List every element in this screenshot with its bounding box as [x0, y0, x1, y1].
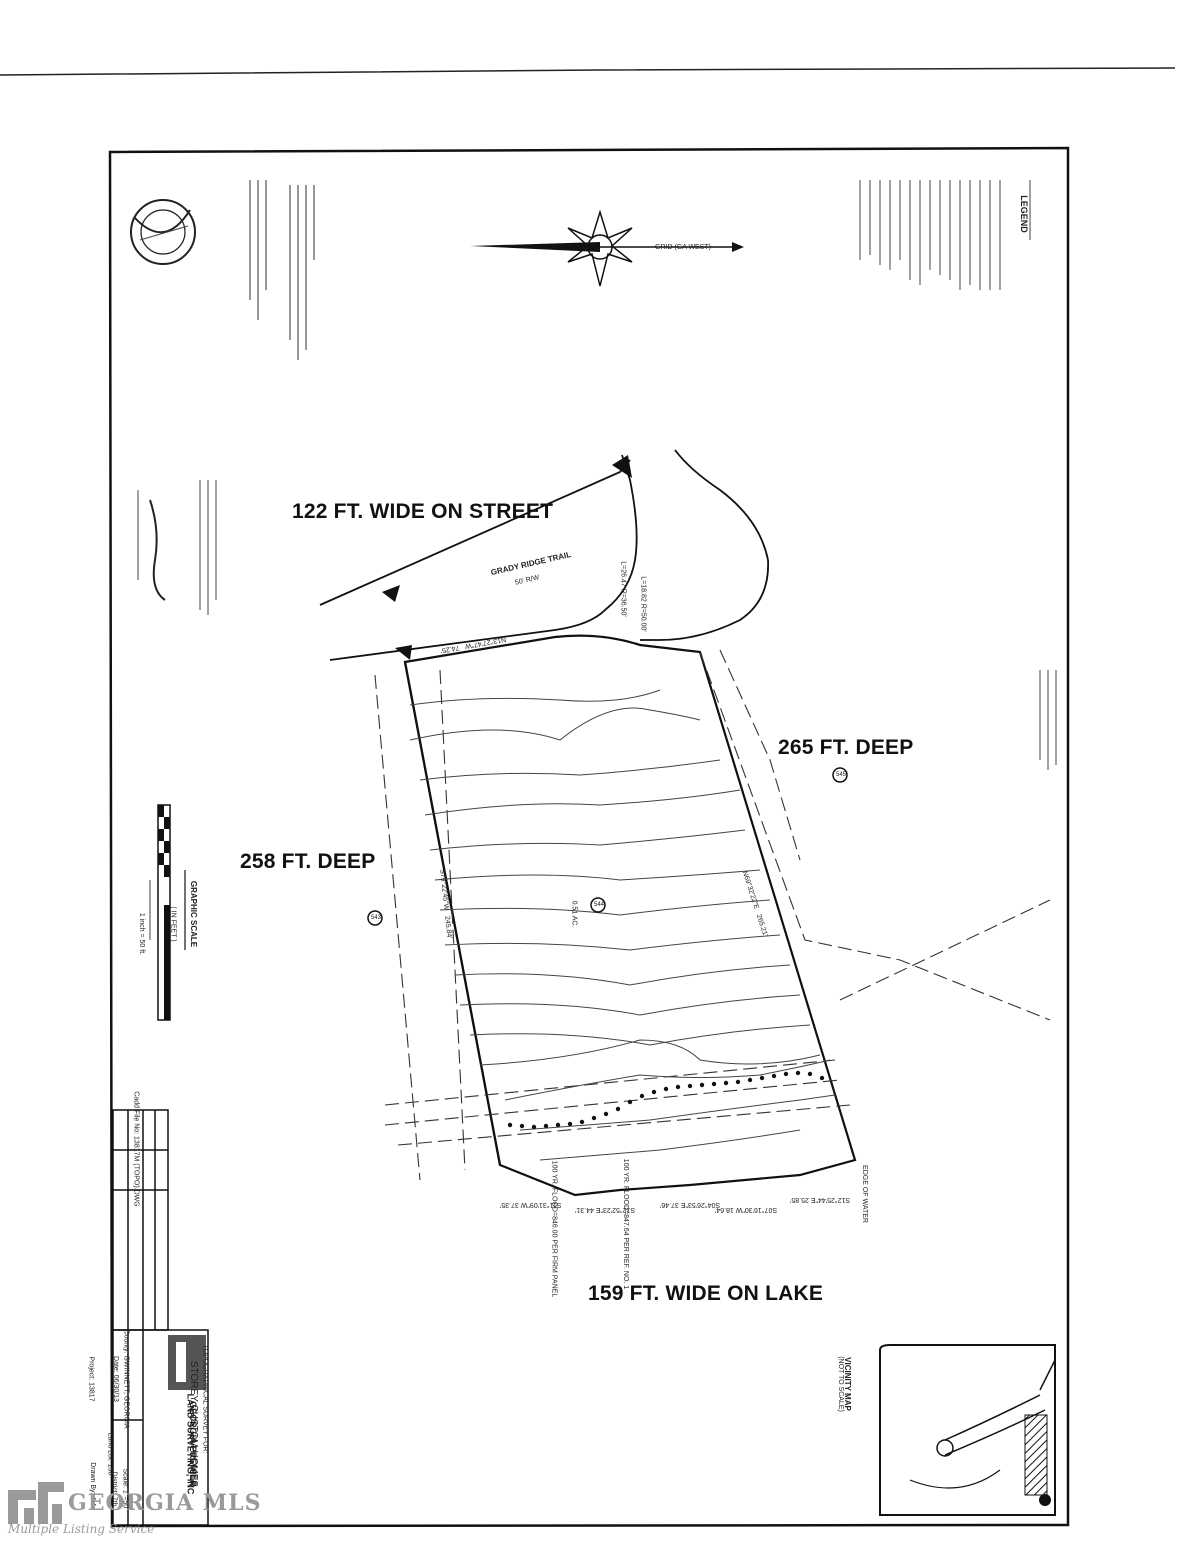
legend-title: LEGEND — [1018, 195, 1029, 233]
flood-note-1: 100 YR. FLOOD=846.00 PER FIRM PANEL — [550, 1160, 558, 1298]
land-lot: Land Lot: 156 — [106, 1432, 114, 1476]
closure-note-text — [1039, 670, 1057, 770]
lot-number-markers — [367, 767, 848, 926]
notes-text-block — [249, 180, 315, 360]
lake-width-label: 159 FT. WIDE ON LAKE — [588, 1282, 824, 1305]
legend-block — [859, 180, 1031, 290]
watermark-brand: GEORGIA MLS — [68, 1490, 262, 1516]
lake-seg-4: S07°16'30"W 18.64' — [715, 1206, 778, 1213]
north-arrow-icon — [470, 209, 744, 287]
lot-right-number: 545 — [836, 772, 847, 778]
corner-marker — [395, 645, 412, 660]
mls-logo-icon — [8, 1482, 64, 1524]
edge-of-water-label: EDGE OF WATER — [860, 1165, 868, 1223]
survey-type: TOPOGRAPHICAL SURVEY FOR: — [201, 1344, 209, 1454]
left-depth-label: 258 FT. DEEP — [240, 850, 376, 873]
cadd-file: Cadd File No: 13817M (TOPO).DWG — [132, 1091, 140, 1207]
lake-seg-3: S04°26'53"E 37.46' — [660, 1201, 721, 1208]
graphic-scale-title: GRAPHIC SCALE — [189, 880, 199, 948]
survey-project: Project: 13817 — [87, 1356, 95, 1402]
lot-544-boundary — [403, 634, 857, 1197]
lot-area-label: 0.51 AC. — [570, 900, 578, 928]
road-end-marker — [612, 455, 632, 478]
vicinity-map-scale: (NOT TO SCALE) — [836, 1356, 844, 1412]
graphic-scale-bar — [149, 804, 186, 1021]
right-depth-label: 265 FT. DEEP — [778, 736, 914, 759]
sheet-border — [108, 146, 1070, 1528]
vicinity-map — [879, 1344, 1056, 1516]
company-logo-icon — [168, 1335, 206, 1390]
graphic-scale-units: ( IN FEET ) — [169, 906, 177, 942]
lake-seg-5: S12°25'44"E 25.85' — [790, 1196, 851, 1203]
vicinity-map-title: VICINITY MAP — [842, 1357, 852, 1411]
flood-note-2: 100 YR. FLOOD=847.64 PER REF. NO. 1 — [622, 1158, 630, 1290]
street-width-label: 122 FT. WIDE ON STREET — [292, 500, 554, 523]
curve-2-label: L=18.82 R=50.00' — [639, 576, 647, 632]
north-arrow-label: GRID (GA WEST) — [655, 244, 711, 251]
graphic-scale-ratio: 1 inch = 50 ft. — [138, 912, 146, 956]
lot-left-number: 543 — [371, 915, 382, 921]
curve-1-label: L=26.47 R=36.50' — [619, 561, 627, 617]
survey-date: Date: 06/30/13 — [111, 1356, 119, 1402]
surveyor-seal-icon — [130, 199, 196, 265]
corner-marker — [382, 585, 400, 602]
survey-county: County: GWINNETT, GEORGIA — [122, 1329, 130, 1429]
certification-text — [137, 480, 217, 615]
flood-line-dots — [507, 1070, 825, 1130]
topo-contours — [409, 689, 836, 1161]
scan-edge-line — [0, 67, 1176, 76]
company-name-2: LAND SURVEYING, INC — [185, 1393, 196, 1495]
title-block-frame — [112, 1109, 209, 1526]
setback-lines — [374, 649, 1051, 1181]
lot-number-label: 544 — [594, 902, 605, 908]
watermark-tagline: Multiple Listing Service — [8, 1522, 155, 1536]
